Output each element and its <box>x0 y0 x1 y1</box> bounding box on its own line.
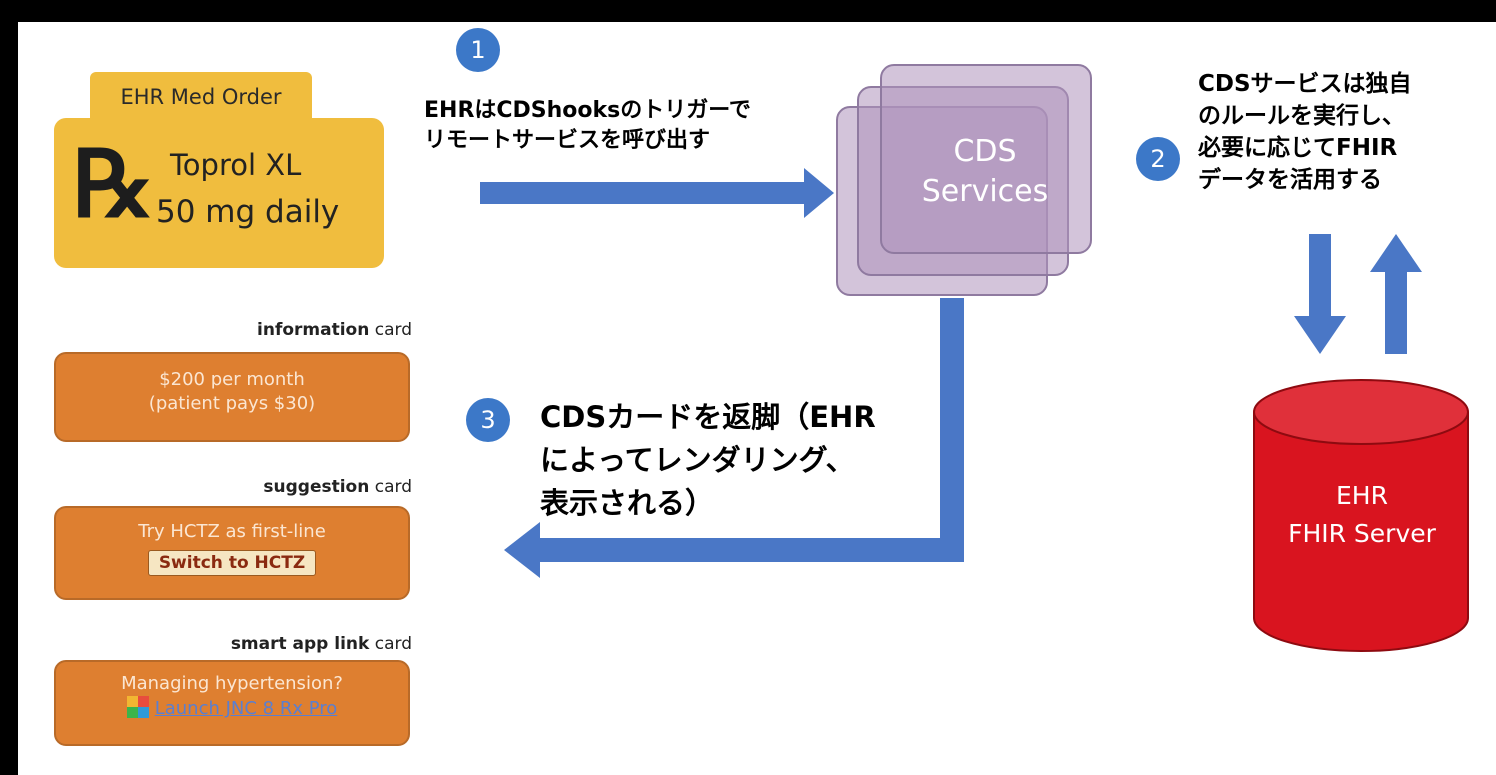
drug-name: Toprol XL <box>170 148 302 182</box>
suggestion-card-label-bold: suggestion <box>263 477 370 497</box>
drug-dose: 50 mg daily <box>156 194 340 230</box>
smart-app-link-card: Managing hypertension? Launch JNC 8 Rx P… <box>54 660 410 746</box>
suggestion-card-caption: suggestion card <box>48 477 412 503</box>
step-2-badge: 2 <box>1136 137 1180 181</box>
information-card-label-bold: information <box>257 320 370 340</box>
return-arrow-horizontal <box>538 538 964 562</box>
cds-services-label: CDS Services <box>921 134 1049 209</box>
med-order-tab-label: EHR Med Order <box>120 85 282 109</box>
return-arrow-head <box>504 522 540 578</box>
cds-service-layer-front <box>880 64 1092 254</box>
arrow-to-cds-shaft <box>480 182 808 204</box>
med-order-card: ℞ Toprol XL 50 mg daily <box>54 118 384 268</box>
fhir-server-label: EHR FHIR Server <box>1288 481 1436 548</box>
information-card-line: $200 per month <box>159 369 305 390</box>
information-card-caption: information card <box>48 320 412 346</box>
step-3-badge: 3 <box>466 398 510 442</box>
information-card: $200 per month (patient pays $30) <box>54 352 410 442</box>
information-card-line: (patient pays $30) <box>148 393 316 414</box>
suggestion-card-label-rest: card <box>369 477 412 497</box>
app-logo-icon <box>126 696 149 718</box>
step-1-text: EHRはCDShooksのトリガーで リモートサービスを呼び出す <box>424 98 751 153</box>
smart-app-card-label-rest: card <box>369 634 412 654</box>
med-order-tab: EHR Med Order <box>90 72 312 126</box>
arrow-down-head <box>1294 316 1346 354</box>
fhir-server-cylinder <box>1253 379 1469 652</box>
step-1-badge: 1 <box>456 28 500 72</box>
smart-app-card-label-bold: smart app link <box>230 634 370 654</box>
arrow-up-head <box>1370 234 1422 272</box>
smart-app-card-text: Managing hypertension? <box>121 673 343 694</box>
rx-icon: ℞ <box>72 130 155 238</box>
suggestion-card-text: Try HCTZ as first-line <box>138 521 326 542</box>
arrow-up-shaft <box>1385 270 1407 354</box>
return-arrow-vertical <box>940 298 964 560</box>
arrow-to-cds-head <box>804 168 834 218</box>
switch-to-hctz-button[interactable]: Switch to HCTZ <box>147 550 317 576</box>
launch-jnc8-link[interactable]: Launch JNC 8 Rx Pro <box>154 698 338 719</box>
information-card-label-rest: card <box>369 320 412 340</box>
step-3-text: CDSカードを返脚（EHR によってレンダリング、 表示される） <box>540 400 876 520</box>
smart-app-card-caption: smart app link card <box>48 634 412 660</box>
suggestion-card: Try HCTZ as first-line Switch to HCTZ <box>54 506 410 600</box>
diagram-canvas: EHR Med Order ℞ Toprol XL 50 mg daily in… <box>18 22 1496 775</box>
arrow-down-shaft <box>1309 234 1331 318</box>
step-2-text: CDSサービスは独自 のルールを実行し、 必要に応じてFHIR データを活用する <box>1198 71 1412 193</box>
